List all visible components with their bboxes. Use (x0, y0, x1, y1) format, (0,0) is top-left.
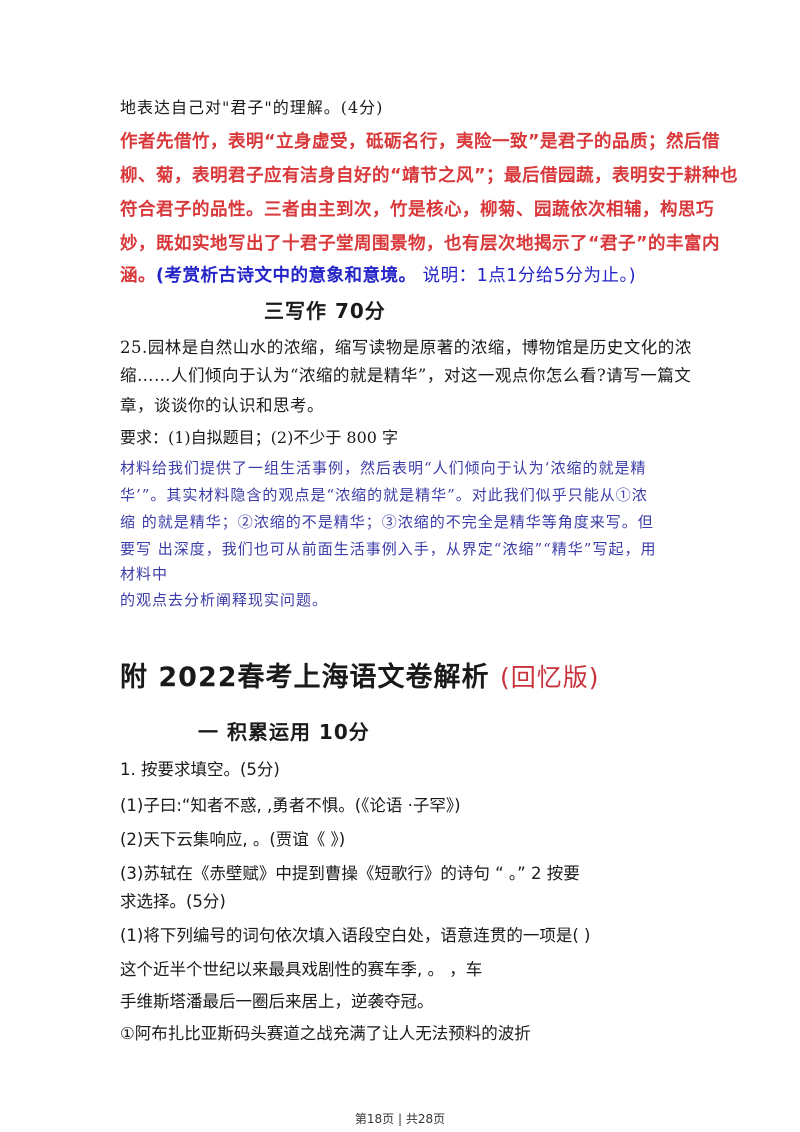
answer-examination-note: (考赏析古诗文中的意象和意境。 (156, 266, 417, 286)
appendix-recall-tag: (回忆版) (499, 663, 600, 692)
appendix-title: 附 2022春考上海语文卷解析 (回忆版) (120, 655, 599, 694)
hint-line-2: 华’”。其实材料隐含的观点是“浓缩的就是精华”。对此我们似乎只能从①浓 (120, 486, 648, 504)
appendix-title-text: 附 2022春考上海语文卷解析 (120, 662, 490, 693)
hint-line-3: 缩 的就是精华；②浓缩的不是精华；③浓缩的不完全是精华等角度来写。但 (120, 513, 654, 531)
body-line-4: (3)苏轼在《赤壁赋》中提到曹操《短歌行》的诗句 “ 。” 2 按要 (120, 864, 580, 883)
body-line-7: 这个近半个世纪以来最具戏剧性的赛车季, 。 ，车 (120, 960, 483, 979)
q25-line-3: 章，谈谈你的认识和思考。 (120, 396, 324, 415)
body-line-1: 1. 按要求填空。(5分) (120, 760, 280, 779)
body-line-3: (2)天下云集响应, 。(贾谊《 》) (120, 830, 346, 849)
body-line-9: ①阿布扎比亚斯码头赛道之战充满了让人无法预料的波折 (120, 1024, 531, 1043)
answer-line-2: 柳、菊，表明君子应有洁身自好的“靖节之风”；最后借园蔬，表明安于耕种也 (120, 166, 739, 186)
q25-line-2: 缩……人们倾向于认为“浓缩的就是精华”，对这一观点你怎么看?请写一篇文 (120, 366, 692, 385)
answer-line-1: 作者先借竹，表明“立身虚受，砥砺名行，夷险一致”是君子的品质；然后借 (120, 132, 721, 152)
body-line-5: 求选择。(5分) (120, 892, 226, 911)
section-1-title: 一 积累运用 10分 (198, 720, 370, 744)
answer-line-4: 妙，既如实地写出了十君子堂周围景物，也有层次地揭示了“君子”的丰富内 (120, 234, 721, 254)
answer-line-3: 符合君子的品性。三者由主到次，竹是核心，柳菊、园蔬依次相辅，构思巧 (120, 200, 714, 220)
q25-line-1: 25.园林是自然山水的浓缩，缩写读物是原著的浓缩，博物馆是历史文化的浓 (120, 338, 692, 357)
body-line-2: (1)子曰:“知者不惑, ,勇者不惧。(《论语 ·子罕》) (120, 796, 461, 815)
body-line-6: (1)将下列编号的词句依次填入语段空白处，语意连贯的一项是( ) (120, 926, 591, 945)
question-tail-line: 地表达自己对"君子"的理解。(4分) (120, 98, 384, 117)
answer-end-text: 涵。 (120, 266, 156, 286)
page-footer: 第18页 | 共28页 (354, 1112, 446, 1126)
answer-scoring-note: 说明：1点1分给5分为止。) (416, 266, 637, 286)
answer-line-5: 涵。(考赏析古诗文中的意象和意境。 说明：1点1分给5分为止。) (120, 262, 636, 287)
hint-line-6: 的观点去分析阐释现实问题。 (120, 591, 329, 609)
hint-line-1: 材料给我们提供了一组生活事例，然后表明“人们倾向于认为‘浓缩的就是精 (120, 459, 647, 477)
q25-requirement: 要求：(1)自拟题目；(2)不少于 800 字 (120, 428, 399, 447)
hint-line-5: 材料中 (120, 565, 169, 583)
hint-line-4: 要写 出深度，我们也可从前面生活事例入手，从界定“浓缩”“精华”写起，用 (120, 540, 657, 558)
body-line-8: 手维斯塔潘最后一圈后来居上，逆袭夺冠。 (120, 992, 434, 1011)
section-3-title: 三写作 70分 (264, 299, 386, 323)
